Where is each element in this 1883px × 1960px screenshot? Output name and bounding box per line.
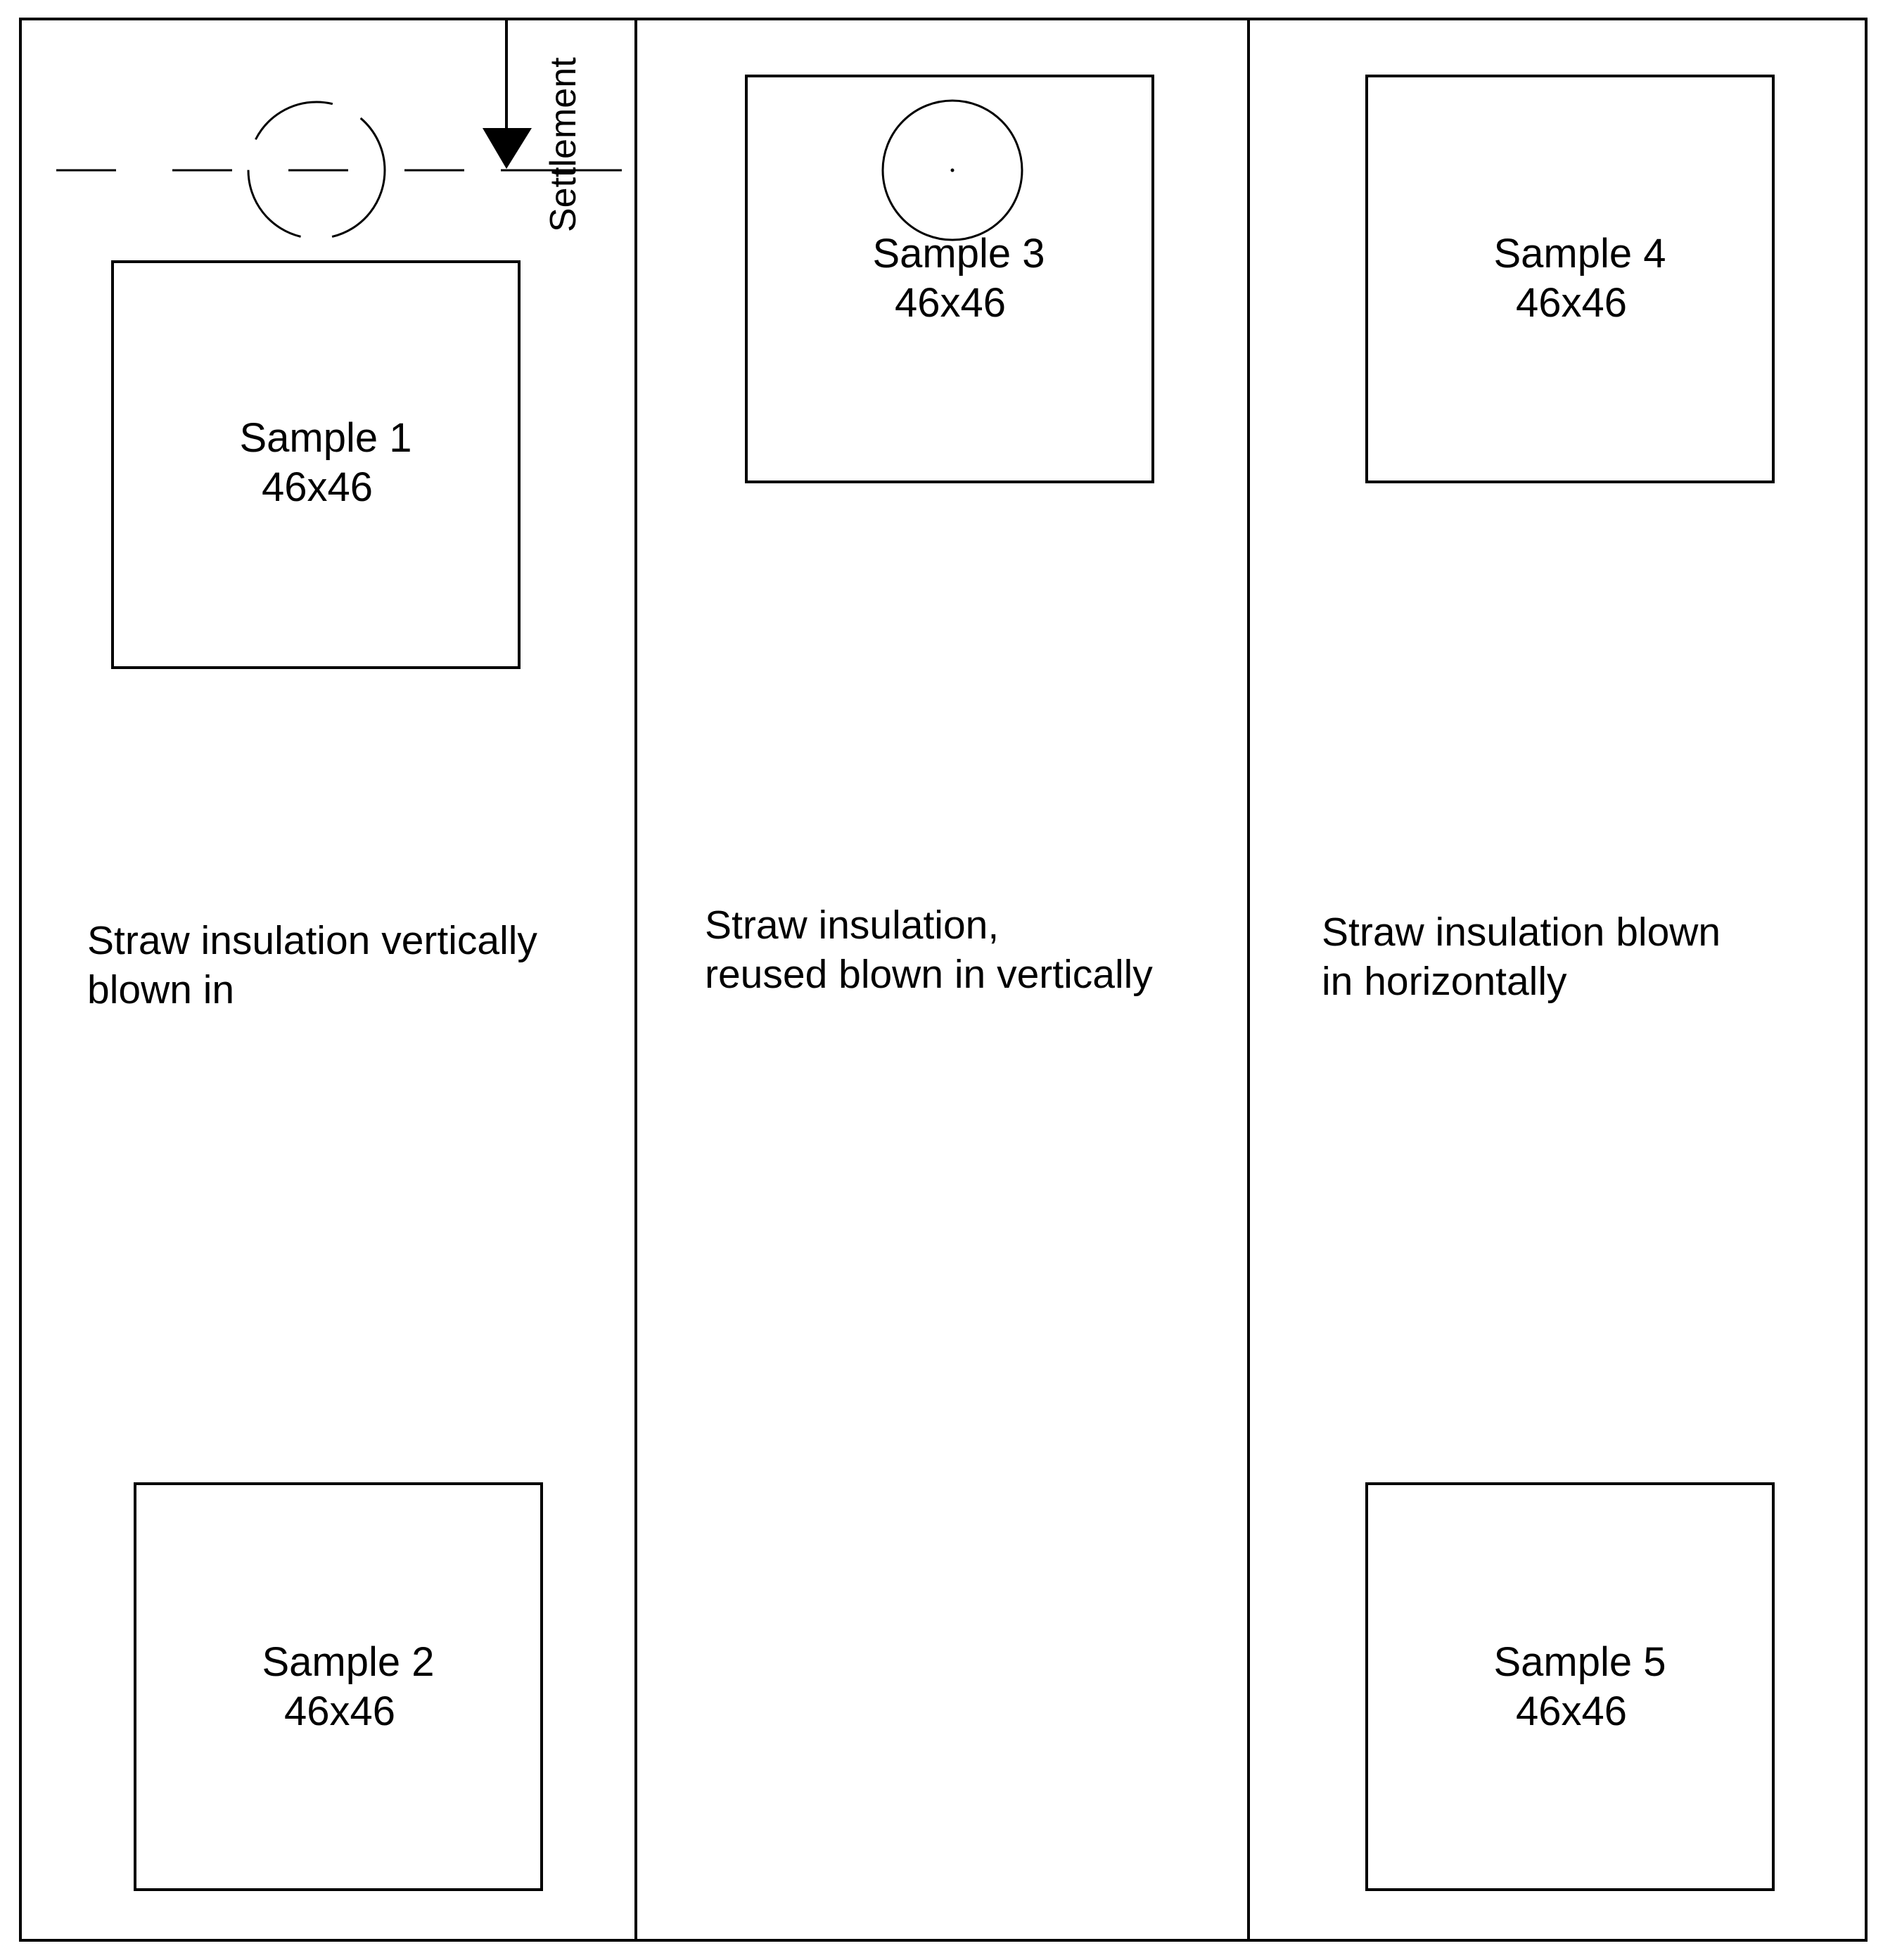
- sample-3-size: 46x46: [895, 280, 1006, 326]
- sample-2-size: 46x46: [284, 1688, 395, 1734]
- panel-2-description-line2: reused blown in vertically: [705, 952, 1153, 997]
- panel-1-description: Straw insulation vertically: [87, 918, 537, 963]
- panel-2-description: Straw insulation,: [705, 903, 999, 948]
- sample-5-box: [1365, 1482, 1775, 1891]
- measurement-circle: [881, 99, 1023, 241]
- sample-1-name: Sample 1: [239, 415, 411, 461]
- settlement-arrow-head: [483, 128, 532, 169]
- sample-3-box: [745, 75, 1154, 483]
- sample-2-name: Sample 2: [262, 1639, 434, 1685]
- panel-3-description: Straw insulation blown: [1322, 910, 1721, 955]
- sample-2-box: [134, 1482, 543, 1891]
- sample-5-size: 46x46: [1516, 1688, 1627, 1734]
- sample-3-name: Sample 3: [872, 231, 1045, 276]
- sample-5-name: Sample 5: [1493, 1639, 1666, 1685]
- sample-1-box: [111, 260, 521, 669]
- sample-4-box: [1365, 75, 1775, 483]
- panel-3-description-line2: in horizontally: [1322, 959, 1567, 1004]
- measurement-circle-center: [950, 168, 955, 172]
- outer-frame: [19, 18, 1868, 1942]
- settlement-label: Settlement: [543, 57, 584, 232]
- sample-4-name: Sample 4: [1493, 231, 1666, 276]
- measurement-circle-dashed: [247, 101, 386, 240]
- sample-1-size: 46x46: [262, 464, 373, 510]
- sample-4-size: 46x46: [1516, 280, 1627, 326]
- panel-1-description-line2: blown in: [87, 967, 234, 1012]
